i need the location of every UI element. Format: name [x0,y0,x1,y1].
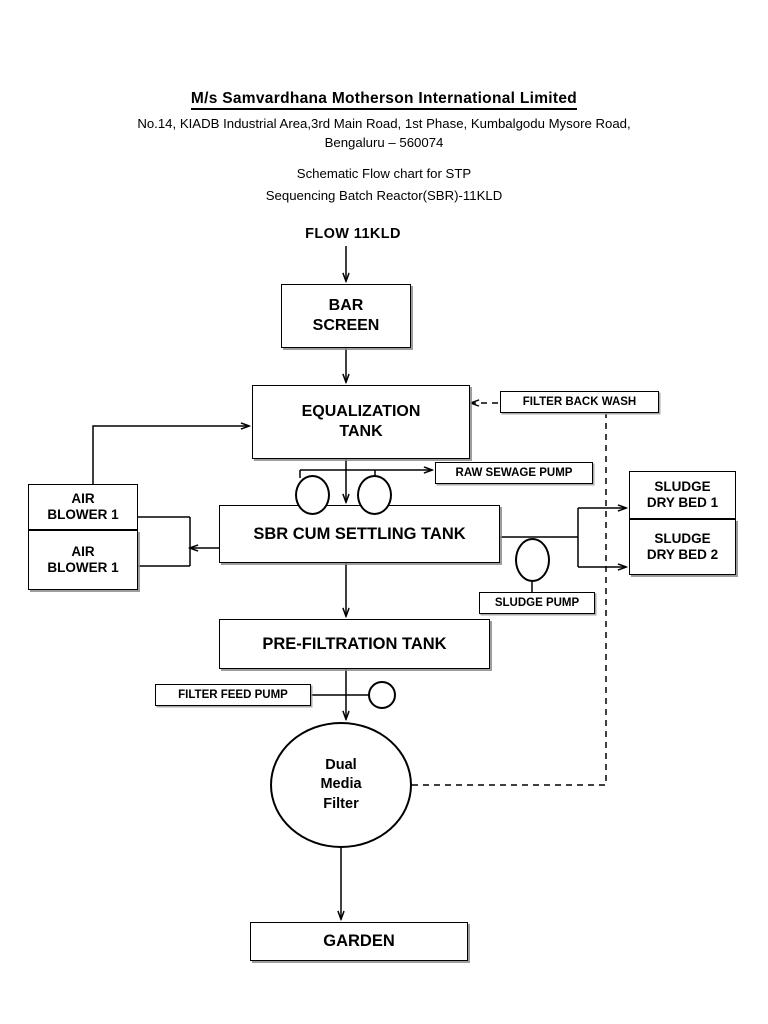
pump-circle-icon-equalization-right [357,475,392,515]
address-line-1: No.14, KIADB Industrial Area,3rd Main Ro… [137,116,631,131]
node-bar-screen[interactable]: BAR SCREEN [281,284,411,348]
dual-media-filter-label-line3: Filter [323,795,359,812]
node-sludge-dry-bed-1[interactable]: SLUDGE DRY BED 1 [629,471,736,519]
node-filter-feed-pump[interactable]: FILTER FEED PUMP [155,684,311,706]
sludge-dry-bed-1-label-line1: SLUDGE [654,478,711,494]
node-raw-sewage-pump[interactable]: RAW SEWAGE PUMP [435,462,593,484]
filter-feed-pump-label: FILTER FEED PUMP [178,688,288,701]
node-sludge-pump[interactable]: SLUDGE PUMP [479,592,595,614]
node-air-blower-2[interactable]: AIR BLOWER 1 [28,530,138,590]
air-blower-2-label-line1: AIR [71,543,95,559]
air-blower-1-label-line2: BLOWER 1 [47,507,119,522]
sludge-dry-bed-1-label-line2: DRY BED 1 [646,495,719,510]
flow-rate-label: FLOW 11KLD [305,226,401,242]
filter-back-wash-label: FILTER BACK WASH [522,395,637,408]
garden-label: GARDEN [323,932,395,951]
subtitle-line-1: Schematic Flow chart for STP [296,166,472,181]
air-blower-1-label-line1: AIR [71,490,95,506]
equalization-label-line1: EQUALIZATION [301,403,421,421]
company-name: M/s Samvardhana Motherson International … [190,90,578,110]
page-title: M/s Samvardhana Motherson International … [0,90,768,110]
node-sbr-cum-settling-tank[interactable]: SBR CUM SETTLING TANK [219,505,500,563]
raw-sewage-pump-label: RAW SEWAGE PUMP [455,466,573,479]
bar-screen-label-line1: BAR [328,297,364,315]
pump-circle-icon-sludge [515,538,550,582]
sbr-tank-label: SBR CUM SETTLING TANK [253,524,466,543]
node-sludge-dry-bed-2[interactable]: SLUDGE DRY BED 2 [629,519,736,575]
bar-screen-label-line2: SCREEN [312,317,380,334]
pre-filtration-tank-label: PRE-FILTRATION TANK [262,634,447,653]
node-filter-back-wash[interactable]: FILTER BACK WASH [500,391,659,413]
pump-circle-icon-equalization-left [295,475,330,515]
node-pre-filtration-tank[interactable]: PRE-FILTRATION TANK [219,619,490,669]
dual-media-filter-label-line2: Media [320,776,362,793]
air-blower-2-label-line2: BLOWER 1 [47,560,119,575]
sludge-dry-bed-2-label-line2: DRY BED 2 [646,547,719,562]
subtitle-line-2: Sequencing Batch Reactor(SBR)-11KLD [265,188,503,203]
node-garden[interactable]: GARDEN [250,922,468,961]
wire-air-blower-to-equalization [92,426,249,484]
pump-circle-icon-filter-feed [368,681,396,709]
dual-media-filter-label-line1: Dual [325,756,357,773]
node-air-blower-1[interactable]: AIR BLOWER 1 [28,484,138,530]
node-equalization-tank[interactable]: EQUALIZATION TANK [252,385,470,459]
address-line-2: Bengaluru – 560074 [324,135,444,150]
node-dual-media-filter[interactable]: Dual Media Filter [270,722,412,848]
sludge-pump-label: SLUDGE PUMP [494,596,580,609]
equalization-label-line2: TANK [339,423,383,440]
sludge-dry-bed-2-label-line1: SLUDGE [654,530,711,546]
